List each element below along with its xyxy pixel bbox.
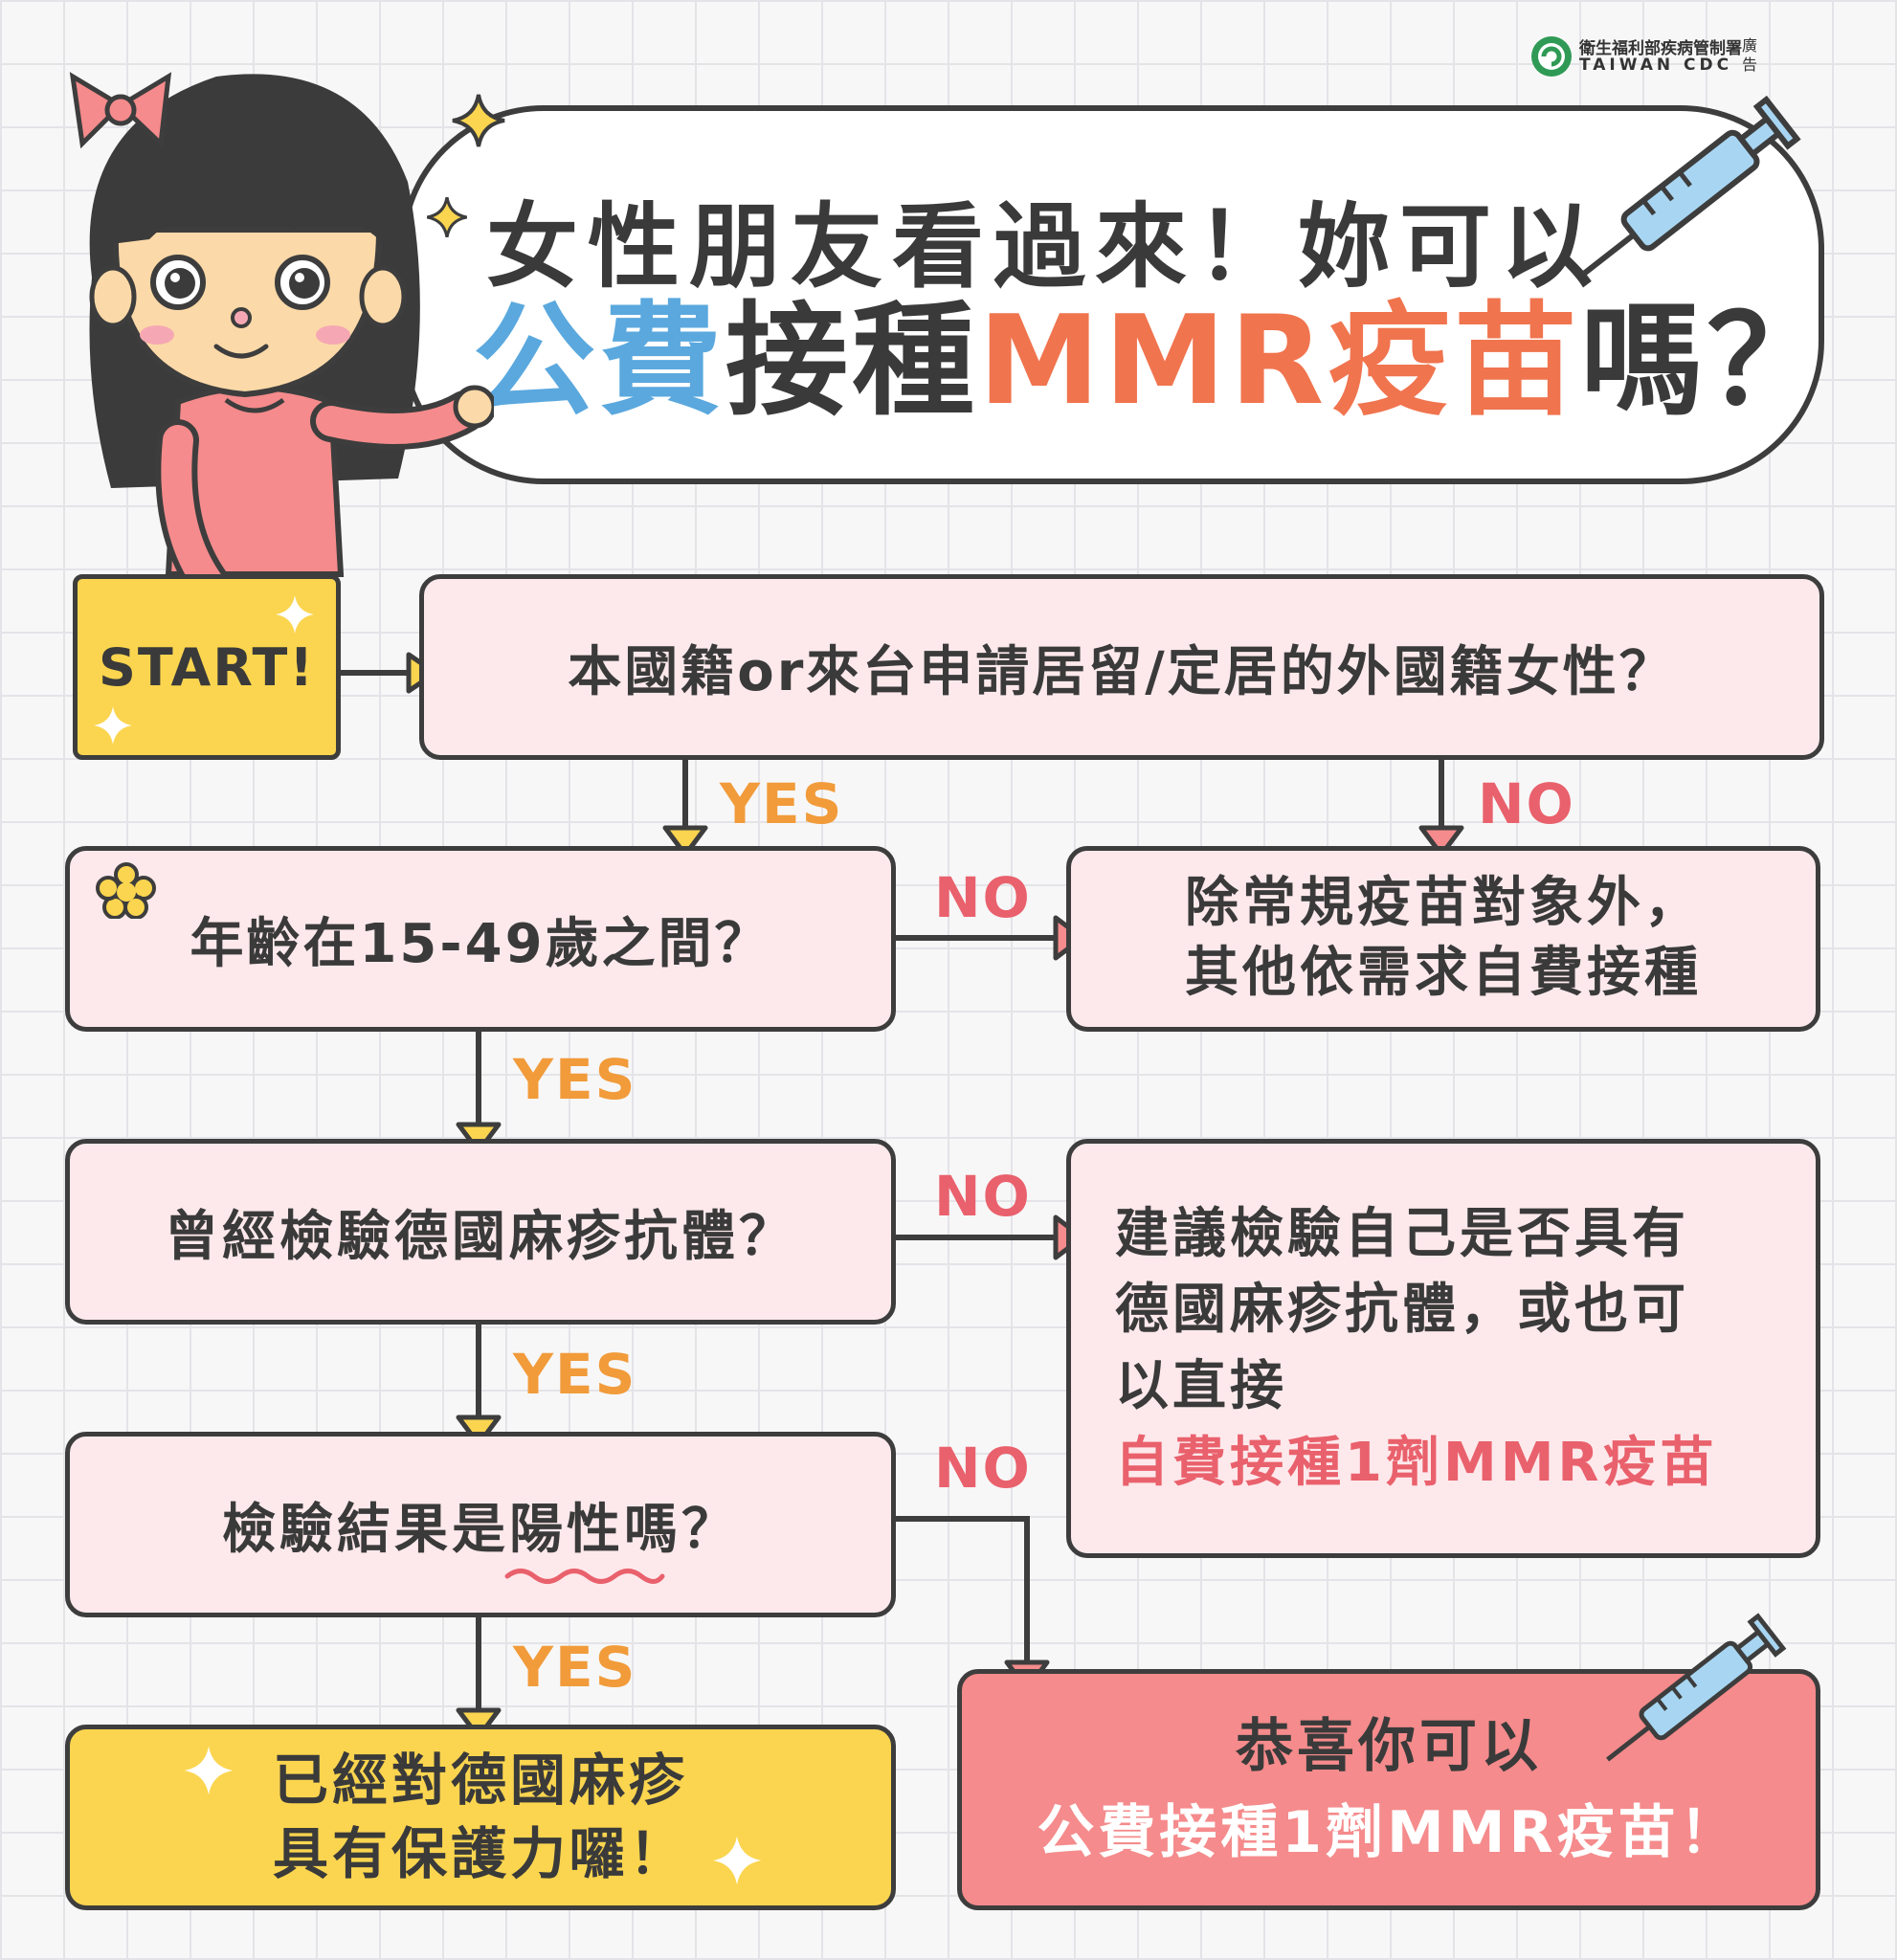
yes-label-q2: YES xyxy=(513,1047,637,1112)
question-age-text: 年齡在15-49歲之間？ xyxy=(190,912,771,975)
result-suggest-test-line4: 自費接種1劑MMR疫苗 xyxy=(1115,1431,1718,1494)
header-bubble xyxy=(400,105,1824,484)
connector-line xyxy=(476,1032,481,1124)
question-test-result-part3: 嗎？ xyxy=(624,1498,739,1561)
connector-line xyxy=(896,1516,1030,1522)
flower-icon xyxy=(96,862,156,919)
no-label-q1: NO xyxy=(1478,771,1575,836)
cdc-logo-icon xyxy=(1531,36,1572,77)
cdc-logo-name-zh: 衛生福利部疾病管制署 xyxy=(1579,39,1742,58)
no-label-q3: NO xyxy=(934,1164,1032,1229)
result-suggest-test-line3: 以直接 xyxy=(1115,1355,1287,1417)
sparkle-icon xyxy=(184,1746,234,1795)
header-title-line2: 公費接種MMR疫苗嗎？ xyxy=(473,294,1833,430)
question-test-result-part1: 檢驗結果是 xyxy=(222,1498,509,1561)
question-age: 年齡在15-49歲之間？ xyxy=(65,846,896,1032)
syringe-icon xyxy=(1580,95,1801,278)
result-suggest-test: 建議檢驗自己是否具有 德國麻疹抗體，或也可 以直接 自費接種1劑MMR疫苗 xyxy=(1066,1139,1820,1558)
question-test-result-positive: 陽性 xyxy=(509,1498,624,1561)
question-antibody-test: 曾經檢驗德國麻疹抗體？ xyxy=(65,1139,896,1325)
connector-line xyxy=(1024,1516,1030,1661)
result-suggest-test-line2: 德國麻疹抗體，或也可 xyxy=(1115,1279,1689,1342)
cdc-logo-name-en: TAIWAN CDC xyxy=(1579,56,1733,75)
yes-label-q3: YES xyxy=(513,1342,637,1407)
cdc-logo: 衛生福利部疾病管制署 TAIWAN CDC 廣告 xyxy=(1529,33,1759,80)
arrow-head-yellow xyxy=(456,1707,502,1740)
header-vaccinate: 接種 xyxy=(725,290,979,433)
header-question: 嗎？ xyxy=(1580,290,1834,433)
question-nationality-text: 本國籍or來台申請居留/定居的外國籍女性？ xyxy=(568,640,1676,703)
result-self-paid-line2: 其他依需求自費接種 xyxy=(1185,942,1702,1004)
header-title-line1: 女性朋友看過來！妳可以 xyxy=(486,193,1602,301)
yes-label-q4: YES xyxy=(513,1635,637,1700)
wavy-underline xyxy=(504,1569,665,1584)
syringe-icon xyxy=(1606,1613,1787,1762)
arrow-head-yellow xyxy=(456,1414,502,1447)
arrow-head-pink xyxy=(1418,825,1464,858)
connector-line xyxy=(476,1617,481,1709)
question-antibody-test-text: 曾經檢驗德國麻疹抗體？ xyxy=(165,1205,796,1268)
connector-line xyxy=(476,1325,481,1416)
header-mmr-vaccine: MMR疫苗 xyxy=(978,290,1581,433)
question-nationality: 本國籍or來台申請居留/定居的外國籍女性？ xyxy=(419,574,1824,760)
result-already-protected-line2: 具有保護力囉！ xyxy=(272,1821,688,1886)
no-label-q2: NO xyxy=(934,865,1032,930)
connector-line xyxy=(341,670,408,676)
no-label-q4: NO xyxy=(934,1436,1032,1501)
question-test-result: 檢驗結果是陽性嗎？ xyxy=(65,1432,896,1617)
yes-label-q1: YES xyxy=(720,771,844,836)
connector-line xyxy=(896,935,1055,941)
sparkle-icon xyxy=(276,595,314,634)
result-suggest-test-line1: 建議檢驗自己是否具有 xyxy=(1115,1202,1689,1265)
arrow-head-yellow xyxy=(456,1122,502,1154)
sparkle-icon xyxy=(426,196,468,238)
arrow-head-yellow xyxy=(662,825,708,858)
sparkle-icon xyxy=(712,1836,762,1885)
result-already-protected: 已經對德國麻疹 具有保護力囉！ xyxy=(65,1725,896,1910)
start-label: START! xyxy=(99,636,315,698)
result-self-paid-line1: 除常規疫苗對象外， xyxy=(1185,872,1702,935)
connector-line xyxy=(896,1235,1055,1240)
result-self-paid: 除常規疫苗對象外， 其他依需求自費接種 xyxy=(1066,846,1820,1032)
header-public-fee: 公費 xyxy=(473,290,726,433)
connector-line xyxy=(682,760,688,827)
result-public-vaccination-line1: 恭喜你可以 xyxy=(1236,1713,1542,1780)
sparkle-icon xyxy=(94,706,132,745)
question-test-result-text: 檢驗結果是陽性嗎？ xyxy=(222,1486,739,1564)
ad-label: 廣告 xyxy=(1742,36,1758,74)
result-already-protected-line1: 已經對德國麻疹 xyxy=(272,1748,688,1814)
result-public-vaccination-line2: 公費接種1劑MMR疫苗！ xyxy=(1037,1799,1741,1866)
connector-line xyxy=(1439,760,1444,827)
sparkle-icon xyxy=(452,94,505,147)
girl-character-illustration xyxy=(69,72,494,614)
